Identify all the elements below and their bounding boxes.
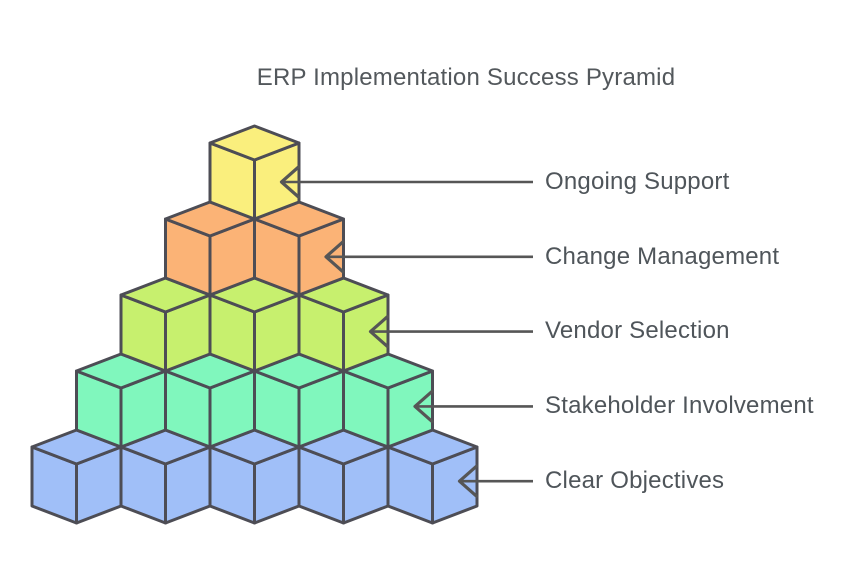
arrow-level-3-head-icon	[368, 315, 390, 349]
diagram-title: ERP Implementation Success Pyramid	[256, 64, 676, 91]
arrow-level-1-head-icon	[279, 165, 301, 199]
cube-level5-2	[119, 428, 212, 525]
cube-level4-4	[342, 352, 434, 449]
cube-level2-1	[164, 200, 256, 297]
arrow-level-2-head-icon	[324, 240, 345, 274]
cube-level3-3	[297, 276, 390, 373]
cube-level5-3	[208, 428, 301, 525]
cube-level1-1-face-top	[208, 124, 301, 162]
arrow-level-1	[279, 165, 533, 199]
arrow-level-2	[324, 240, 533, 274]
arrow-level-3	[368, 315, 533, 349]
cube-level4-2	[164, 352, 256, 449]
cube-level4-1	[75, 352, 167, 449]
level-label-clear-objectives: Clear Objectives	[545, 467, 725, 494]
cube-level5-1	[30, 428, 123, 525]
cube-level3-2	[208, 276, 301, 373]
cube-stack	[30, 124, 479, 525]
cube-level4-3	[253, 352, 345, 449]
level-label-change-management: Change Management	[545, 243, 780, 270]
arrow-level-5-head-icon	[457, 464, 479, 498]
level-label-stakeholder-involvement: Stakeholder Involvement	[545, 392, 814, 419]
callout-arrows	[279, 165, 533, 498]
arrow-level-5	[457, 464, 533, 498]
arrow-level-4	[413, 389, 533, 423]
level-label-vendor-selection: Vendor Selection	[545, 317, 730, 344]
level-label-ongoing-support: Ongoing Support	[545, 168, 730, 195]
cube-level2-2	[253, 200, 345, 297]
cube-level3-1	[119, 276, 212, 373]
cube-level1-1	[208, 124, 301, 221]
cube-level5-4	[297, 428, 390, 525]
arrow-level-4-head-icon	[413, 389, 434, 423]
